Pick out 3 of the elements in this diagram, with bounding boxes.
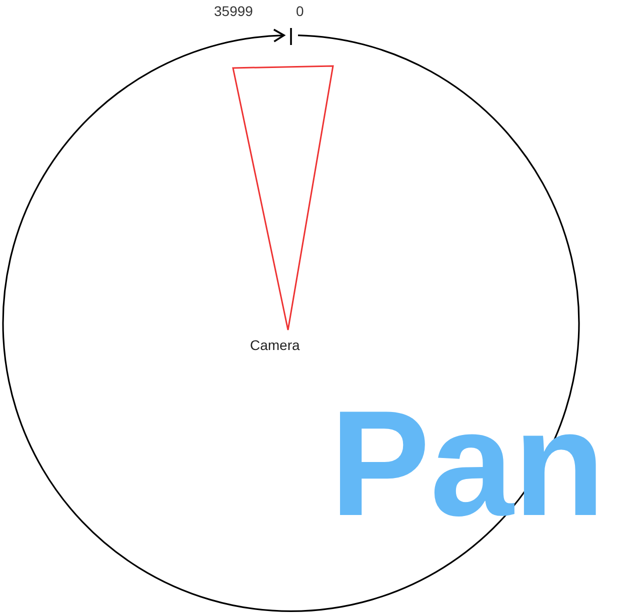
angle-label: 0 bbox=[296, 4, 304, 18]
angle-label: 35999 bbox=[214, 4, 253, 18]
camera-label: Camera bbox=[250, 338, 300, 352]
